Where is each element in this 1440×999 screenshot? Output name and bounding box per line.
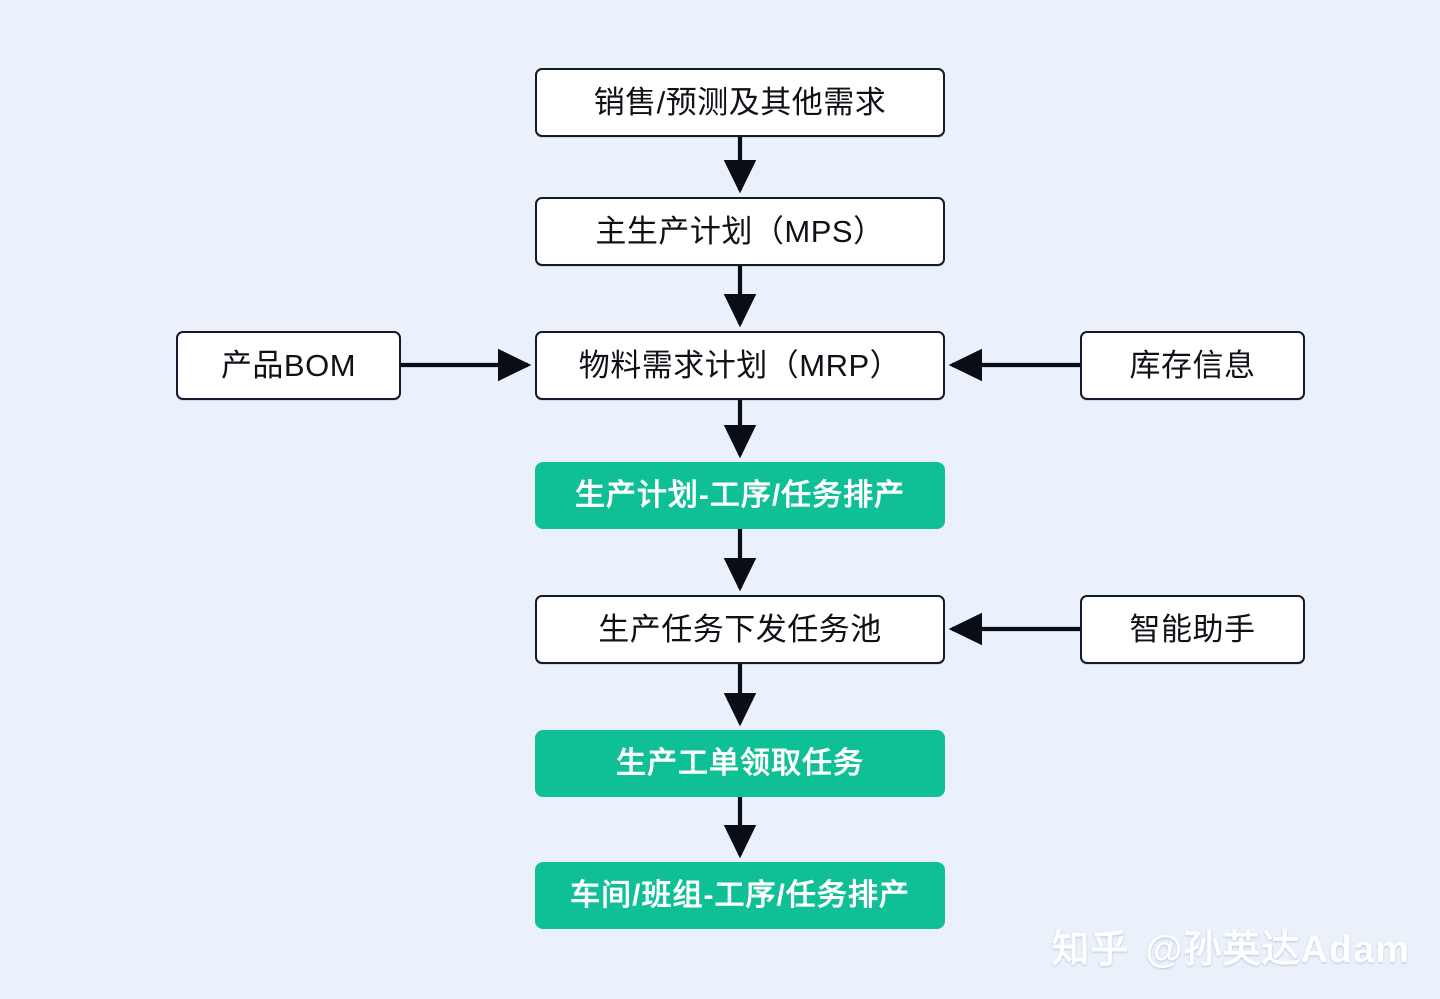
node-inventory[interactable]: 库存信息 xyxy=(1080,331,1305,400)
node-task-pool[interactable]: 生产任务下发任务池 xyxy=(535,595,945,664)
node-label-work-order: 生产工单领取任务 xyxy=(616,746,864,780)
node-label-task-pool: 生产任务下发任务池 xyxy=(598,612,882,647)
node-label-inventory: 库存信息 xyxy=(1129,348,1256,383)
node-label-bom: 产品BOM xyxy=(220,348,357,383)
node-work-order[interactable]: 生产工单领取任务 xyxy=(535,730,945,797)
node-label-mps: 主生产计划（MPS） xyxy=(595,214,885,249)
node-assistant[interactable]: 智能助手 xyxy=(1080,595,1305,664)
node-demand[interactable]: 销售/预测及其他需求 xyxy=(535,68,945,137)
node-bom[interactable]: 产品BOM xyxy=(176,331,401,400)
watermark: 知乎 @孙英达Adam xyxy=(1051,918,1410,973)
node-mps[interactable]: 主生产计划（MPS） xyxy=(535,197,945,266)
node-label-shop-floor: 车间/班组-工序/任务排产 xyxy=(570,878,910,912)
node-label-mrp: 物料需求计划（MRP） xyxy=(578,348,902,383)
node-prod-plan[interactable]: 生产计划-工序/任务排产 xyxy=(535,462,945,529)
node-label-demand: 销售/预测及其他需求 xyxy=(593,85,887,120)
node-shop-floor[interactable]: 车间/班组-工序/任务排产 xyxy=(535,862,945,929)
node-label-prod-plan: 生产计划-工序/任务排产 xyxy=(574,478,906,512)
watermark-username: @孙英达Adam xyxy=(1145,929,1410,971)
node-label-assistant: 智能助手 xyxy=(1129,612,1256,647)
node-mrp[interactable]: 物料需求计划（MRP） xyxy=(535,331,945,400)
watermark-logo: 知乎 xyxy=(1051,929,1130,971)
